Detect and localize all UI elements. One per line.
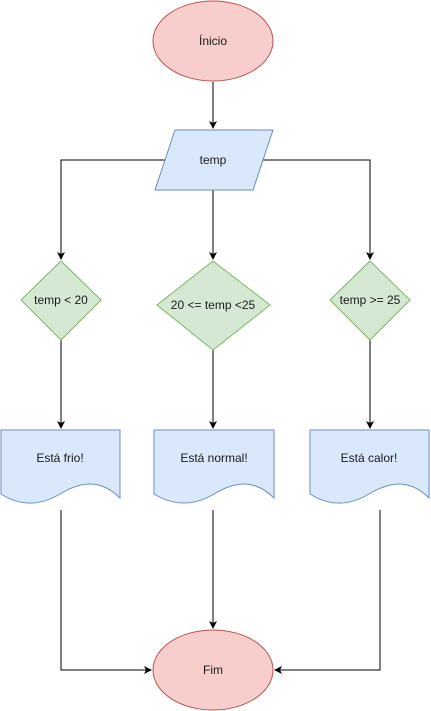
- out-hot-label: Está calor!: [341, 451, 398, 465]
- node-cond-normal: 20 <= temp <25: [156, 260, 271, 351]
- input-parallelogram: [154, 129, 274, 191]
- node-cond-cold: temp < 20: [20, 260, 102, 341]
- end-label: Fim: [203, 663, 223, 677]
- out-normal-label: Está normal!: [180, 451, 247, 465]
- out-cold-label: Está frio!: [36, 451, 83, 465]
- edge-input-cond-hot: [262, 159, 374, 260]
- start-ellipse: [152, 0, 274, 82]
- start-label: Ínicio: [199, 33, 227, 48]
- edge-input-cond-cold: [57, 159, 168, 260]
- node-cond-hot: temp >= 25: [329, 260, 411, 341]
- cond-hot-label: temp >= 25: [340, 293, 401, 307]
- node-out-normal: Está normal!: [153, 429, 275, 504]
- edges: [57, 82, 381, 674]
- cond-hot-diamond: [329, 260, 411, 341]
- node-start: Ínicio: [152, 0, 274, 82]
- cond-cold-diamond: [20, 260, 102, 341]
- end-ellipse: [152, 629, 274, 711]
- cond-normal-label: 20 <= temp <25: [171, 298, 256, 312]
- edge-out-hot-end: [274, 510, 381, 674]
- cond-normal-diamond: [156, 260, 271, 351]
- node-out-hot: Está calor!: [309, 429, 430, 504]
- out-cold-document: [0, 429, 121, 504]
- input-label: temp: [200, 153, 227, 167]
- node-input: temp: [154, 129, 274, 191]
- node-out-cold: Está frio!: [0, 429, 121, 504]
- out-hot-document: [309, 429, 430, 504]
- node-end: Fim: [152, 629, 274, 711]
- cond-cold-label: temp < 20: [34, 293, 88, 307]
- edge-out-cold-end: [60, 510, 152, 674]
- out-normal-document: [153, 429, 275, 504]
